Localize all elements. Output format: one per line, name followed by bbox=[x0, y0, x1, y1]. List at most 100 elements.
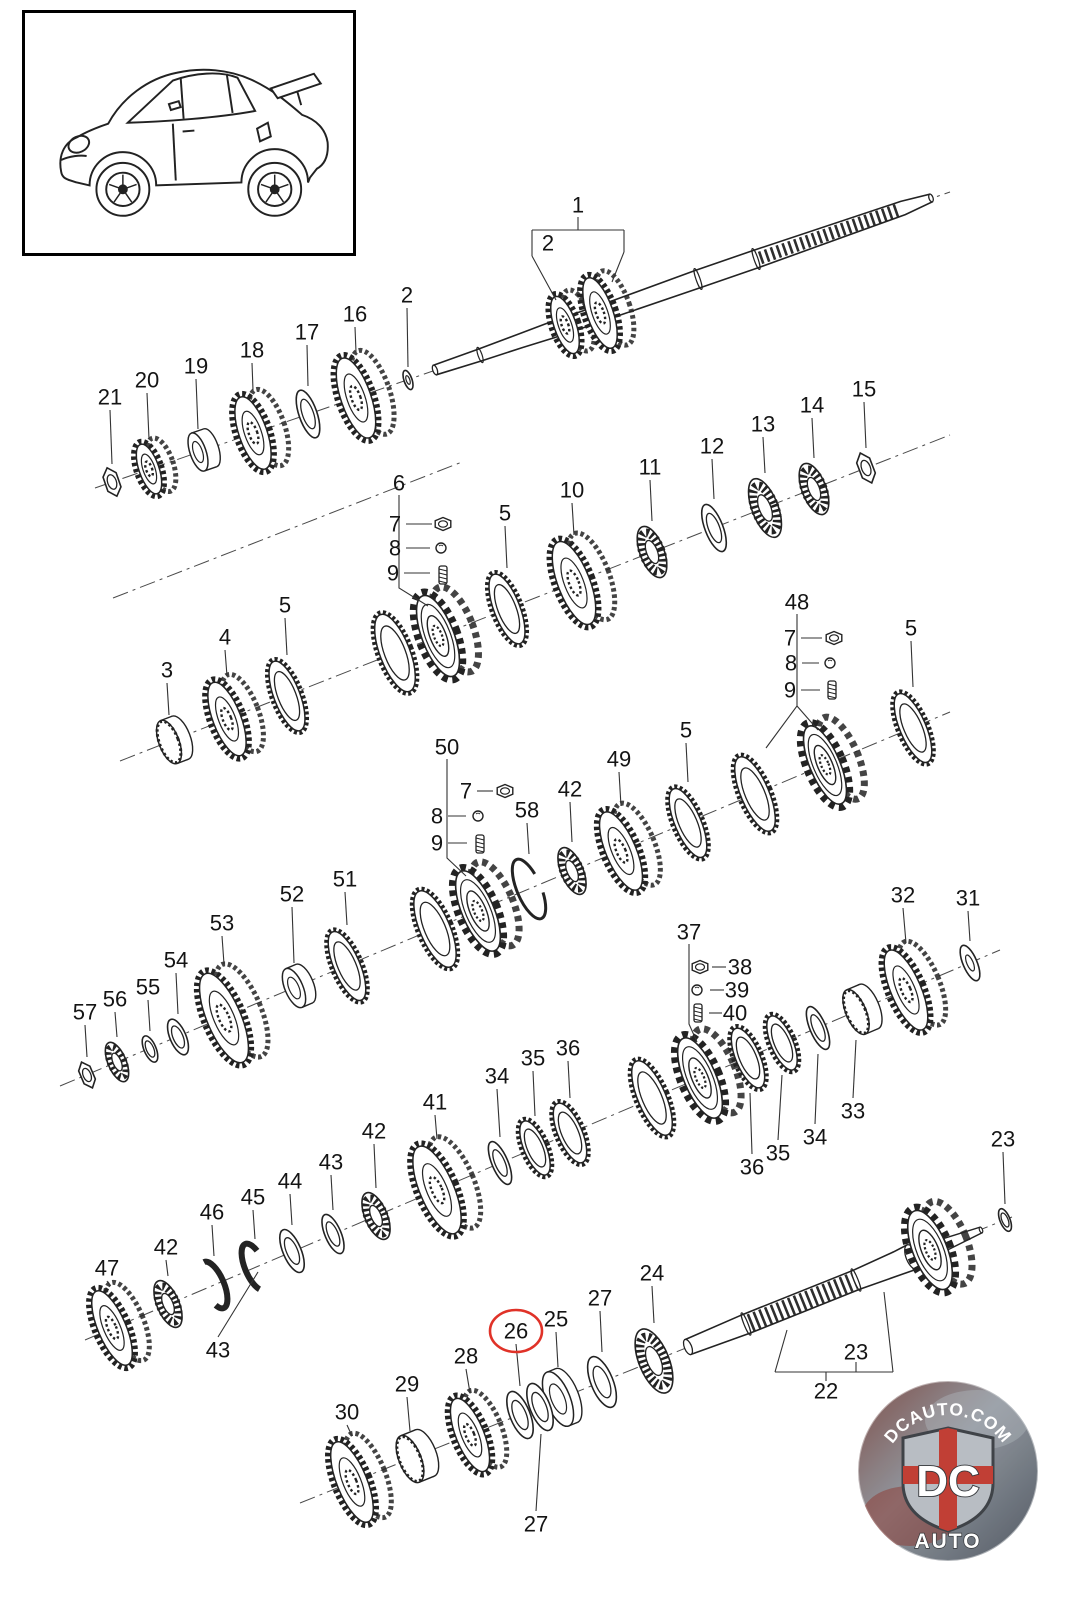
part-number-label: 58 bbox=[515, 798, 539, 823]
part-number-label: 43 bbox=[319, 1150, 343, 1175]
leader-line bbox=[406, 307, 409, 368]
leader-line bbox=[217, 1271, 259, 1338]
leader-line bbox=[852, 1039, 857, 1099]
callout-56: 56 bbox=[103, 987, 127, 1038]
part-number-label: 39 bbox=[725, 978, 749, 1003]
ring-part bbox=[506, 1390, 534, 1440]
nut-icon bbox=[496, 783, 514, 799]
callout-8: 8 bbox=[389, 536, 401, 561]
leader-line bbox=[165, 1259, 169, 1277]
callout-57: 57 bbox=[73, 1000, 97, 1058]
car-wheel-rear-spokes bbox=[260, 174, 289, 203]
gear-part bbox=[444, 1387, 510, 1478]
ball-icon bbox=[691, 984, 703, 996]
leader-line bbox=[84, 1024, 88, 1058]
callout-9: 9 bbox=[387, 561, 399, 586]
leader-line bbox=[535, 1433, 542, 1512]
leader-line bbox=[252, 1209, 256, 1240]
part-number-label: 5 bbox=[499, 501, 511, 526]
car-door-handle bbox=[182, 129, 195, 133]
shafts-layer bbox=[431, 193, 984, 1356]
part-number-label: 52 bbox=[280, 882, 304, 907]
leader-line bbox=[711, 458, 715, 500]
callout-58: 58 bbox=[515, 798, 539, 855]
callout-5: 5 bbox=[905, 616, 917, 688]
synchro-part bbox=[484, 569, 530, 649]
bracket-line bbox=[446, 759, 467, 877]
nut-part bbox=[855, 451, 877, 485]
spring-icon bbox=[693, 1003, 703, 1023]
washer-part bbox=[959, 944, 981, 982]
part-number-label: 5 bbox=[680, 718, 692, 743]
leader-line bbox=[291, 906, 295, 964]
synchro-part bbox=[409, 886, 461, 972]
sleeve-part bbox=[155, 715, 194, 765]
callout-36: 36 bbox=[556, 1036, 580, 1099]
synchro-part bbox=[762, 1011, 802, 1075]
callout-8: 8 bbox=[785, 651, 797, 676]
part-number-label: 45 bbox=[241, 1185, 265, 1210]
synchro-part bbox=[665, 784, 711, 862]
dcauto-watermark: DCAUTO.COM DC AUTO bbox=[855, 1378, 1041, 1564]
nut-icon bbox=[434, 516, 452, 532]
callout-52: 52 bbox=[280, 882, 304, 964]
callout-33: 33 bbox=[841, 1039, 865, 1124]
car-front-bumper-line bbox=[60, 154, 87, 161]
bracket-line bbox=[883, 1291, 894, 1373]
part-number-label: 5 bbox=[279, 593, 291, 618]
callout-23: 23 bbox=[991, 1127, 1015, 1205]
callout-54: 54 bbox=[164, 948, 188, 1015]
part-number-label: 35 bbox=[521, 1046, 545, 1071]
part-number-label: 38 bbox=[728, 955, 752, 980]
callout-44: 44 bbox=[278, 1169, 302, 1226]
part-number-label: 20 bbox=[135, 368, 159, 393]
car-headlight bbox=[67, 134, 91, 154]
dcauto-logo-svg: DCAUTO.COM DC AUTO bbox=[857, 1380, 1039, 1562]
part-number-label: 48 bbox=[785, 590, 809, 615]
synchro-part bbox=[370, 610, 420, 696]
ball-icon bbox=[824, 657, 836, 669]
part-number-label: 13 bbox=[751, 412, 775, 437]
leader-line bbox=[175, 972, 179, 1015]
leader-line bbox=[406, 1396, 411, 1432]
synchro-part bbox=[264, 656, 310, 736]
callout-48: 48 bbox=[785, 590, 809, 615]
hub-part bbox=[796, 713, 868, 812]
gear-part bbox=[193, 961, 271, 1069]
brackets-layer bbox=[398, 217, 894, 1381]
sleeve-part bbox=[281, 963, 317, 1009]
part-number-label: 3 bbox=[161, 658, 173, 683]
callout-11: 11 bbox=[639, 455, 662, 522]
callout-18: 18 bbox=[240, 338, 264, 391]
hub-part bbox=[670, 1025, 745, 1125]
ring-part bbox=[586, 1355, 618, 1409]
gear-part bbox=[878, 938, 949, 1036]
part-number-label: 11 bbox=[639, 455, 662, 480]
part-number-label: 2 bbox=[542, 231, 554, 256]
callout-53: 53 bbox=[210, 911, 234, 965]
callout-26-highlighted: 26 bbox=[488, 1308, 544, 1387]
leader-line bbox=[434, 1114, 438, 1140]
leader-line bbox=[569, 801, 573, 843]
callout-1: 1 bbox=[572, 193, 584, 218]
ring-part bbox=[278, 1228, 306, 1274]
leader-line bbox=[195, 378, 199, 430]
gear-part bbox=[325, 1430, 394, 1529]
callout-22: 22 bbox=[814, 1379, 838, 1404]
nut-icon bbox=[825, 630, 843, 646]
leader-line bbox=[106, 1280, 111, 1287]
car-thumbnail bbox=[59, 68, 329, 217]
callout-37: 37 bbox=[677, 920, 701, 945]
ball-icon bbox=[472, 810, 484, 822]
callout-47: 47 bbox=[95, 1256, 119, 1287]
car-b-pillar-line bbox=[225, 73, 234, 114]
part-number-label: 14 bbox=[800, 393, 824, 418]
leader-line bbox=[651, 1285, 655, 1324]
leader-line bbox=[224, 649, 228, 677]
gear-part bbox=[546, 530, 618, 631]
part-number-label: 36 bbox=[740, 1155, 764, 1180]
highlight-circle bbox=[488, 1308, 544, 1354]
leader-line bbox=[749, 1092, 753, 1155]
